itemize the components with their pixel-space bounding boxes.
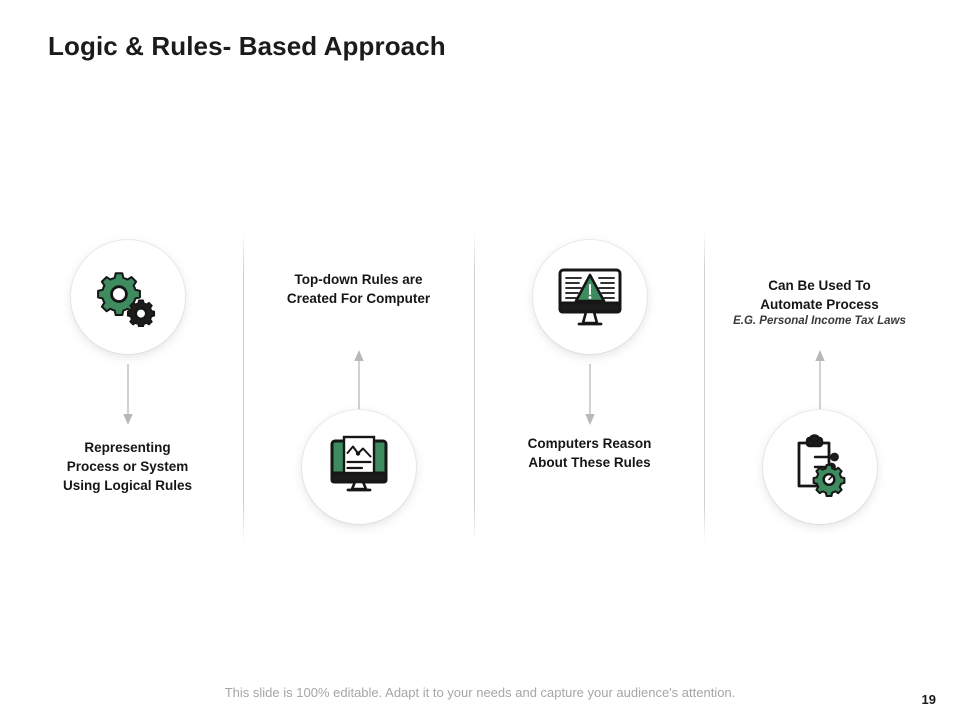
step-caption: Computers Reason About These Rules	[474, 434, 705, 472]
arrow-down-icon	[583, 364, 597, 428]
gears-icon	[96, 267, 160, 327]
step-subcaption: E.G. Personal Income Tax Laws	[733, 315, 906, 327]
page-number: 19	[921, 692, 936, 707]
process-step-1[interactable]: Representing Process or System Using Log…	[12, 232, 243, 544]
process-step-2[interactable]: Top-down Rules are Created For Computer	[243, 232, 474, 544]
arrow-up-icon	[813, 348, 827, 412]
step-caption: Representing Process or System Using Log…	[12, 438, 243, 495]
caption-line: Computers Reason	[527, 436, 652, 451]
column-divider	[243, 232, 244, 542]
caption-line: Top-down Rules are	[294, 272, 423, 287]
caption-line: Created For Computer	[286, 291, 431, 306]
arrow-up-icon	[352, 348, 366, 412]
monitor-chart-icon	[326, 435, 392, 499]
process-step-4[interactable]: Can Be Used To Automate Process E.G. Per…	[704, 232, 935, 544]
monitor-warning-icon	[555, 266, 625, 328]
process-step-3[interactable]: Computers Reason About These Rules	[474, 232, 705, 544]
caption-line: Using Logical Rules	[62, 478, 193, 493]
caption-line: About These Rules	[528, 455, 651, 470]
caption-line: Representing	[84, 440, 171, 455]
icon-bubble-clipboard-gear[interactable]	[762, 410, 877, 524]
icon-bubble-monitor-chart[interactable]	[301, 410, 416, 524]
caption-line: Process or System	[66, 459, 189, 474]
icon-bubble-monitor-warning[interactable]	[532, 240, 647, 354]
caption-line: Automate Process	[760, 297, 879, 312]
footer-note: This slide is 100% editable. Adapt it to…	[224, 685, 736, 700]
clipboard-gear-icon	[788, 434, 852, 500]
step-caption: Can Be Used To Automate Process	[704, 276, 935, 314]
page-title: Logic & Rules- Based Approach	[48, 31, 446, 61]
icon-bubble-gears[interactable]	[70, 240, 185, 354]
column-divider	[474, 232, 475, 542]
caption-line: Can Be Used To	[768, 278, 871, 293]
step-caption: Top-down Rules are Created For Computer	[243, 270, 474, 308]
arrow-down-icon	[121, 364, 135, 428]
column-divider	[704, 232, 705, 542]
